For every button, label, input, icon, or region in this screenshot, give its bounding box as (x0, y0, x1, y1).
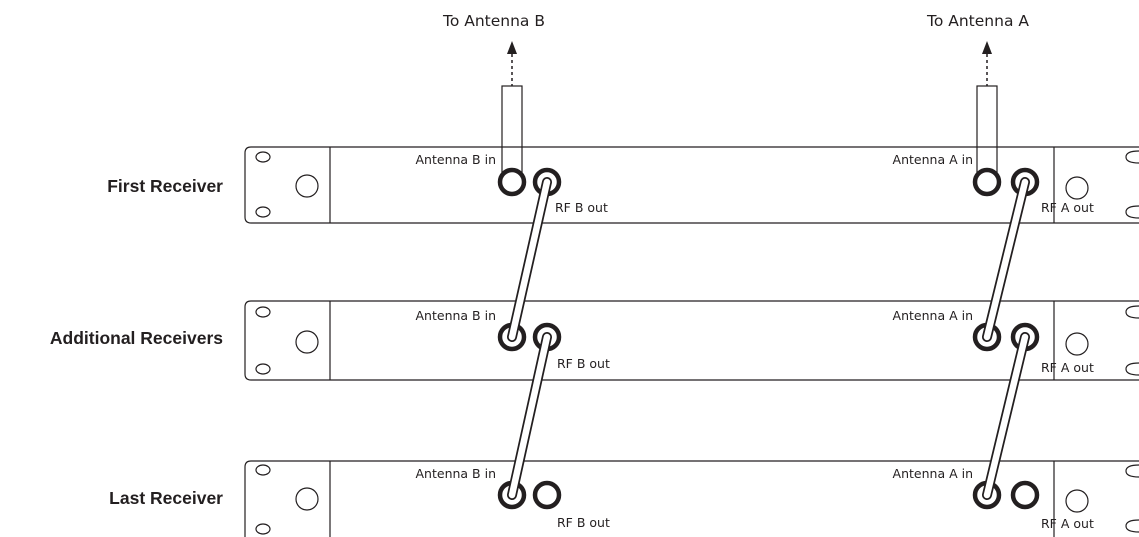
rack-mount-hole-icon (255, 464, 271, 476)
rack-mount-knob-icon (295, 174, 319, 198)
rack-mount-hole-icon (1125, 305, 1139, 319)
rack-mount-hole-icon (255, 306, 271, 318)
arrow-up-icon (982, 41, 992, 54)
jumper-cable-b-1-2 (507, 177, 552, 342)
rack-mount-knob-icon (1065, 176, 1089, 200)
antenna-a-label: To Antenna A (926, 12, 1029, 30)
rf-b-out-label: RF B out (557, 515, 610, 530)
rf-b-out-label: RF B out (555, 200, 608, 215)
antenna-a-in-label: Antenna A in (893, 466, 973, 481)
antenna-a-feed: To Antenna A (926, 12, 1029, 179)
antenna-b-in-label: Antenna B in (416, 466, 497, 481)
rack-mount-hole-icon (255, 151, 271, 163)
jumper-cable-a-2-3 (982, 332, 1030, 500)
rack-mount-hole-icon (1125, 205, 1139, 219)
antenna-b-label: To Antenna B (442, 12, 545, 30)
jumper-cable-b-2-3 (507, 332, 552, 500)
rf-a-out-label: RF A out (1041, 516, 1094, 531)
antenna-b-in-label: Antenna B in (416, 308, 497, 323)
antenna-b-cable (501, 85, 523, 179)
rack-mount-hole-icon (255, 206, 271, 218)
rack-mount-hole-icon (1125, 464, 1139, 478)
antenna-a-in-label: Antenna A in (893, 308, 973, 323)
rf-b-out-jack-icon (532, 480, 562, 510)
jumper-cables (507, 177, 1030, 500)
antenna-b-in-label: Antenna B in (416, 152, 497, 167)
receiver-chassis (244, 460, 1139, 537)
rack-mount-knob-icon (295, 330, 319, 354)
rack-mount-hole-icon (255, 363, 271, 375)
receiver-label: Last Receiver (109, 488, 223, 508)
rf-a-out-jack-icon (1010, 480, 1040, 510)
receiver-chassis (244, 300, 1139, 381)
rack-mount-hole-icon (1125, 519, 1139, 533)
rack-mount-hole-icon (1125, 150, 1139, 164)
rack-mount-knob-icon (295, 487, 319, 511)
receiver-additional: Additional Receivers Antenna B in RF B o… (50, 300, 1139, 381)
rack-mount-knob-icon (1065, 332, 1089, 356)
antenna-a-cable (976, 85, 998, 179)
rf-a-out-label: RF A out (1041, 360, 1094, 375)
rack-mount-hole-icon (1125, 362, 1139, 376)
receiver-label: First Receiver (107, 176, 223, 196)
receiver-first: First Receiver Antenna B in RF B out Ant… (107, 146, 1139, 224)
jumper-cable-a-1-2 (982, 177, 1030, 342)
antenna-a-in-label: Antenna A in (893, 152, 973, 167)
rf-a-out-label: RF A out (1041, 200, 1094, 215)
rf-b-out-label: RF B out (557, 356, 610, 371)
receiver-last: Last Receiver Antenna B in RF B out Ante… (109, 460, 1139, 537)
rack-mount-hole-icon (255, 523, 271, 535)
antenna-b-in-jack-icon (497, 167, 527, 197)
antenna-a-in-jack-icon (972, 167, 1002, 197)
rack-mount-knob-icon (1065, 489, 1089, 513)
receiver-chassis (244, 146, 1139, 224)
receiver-label: Additional Receivers (50, 328, 223, 348)
antenna-b-feed: To Antenna B (442, 12, 545, 179)
arrow-up-icon (507, 41, 517, 54)
